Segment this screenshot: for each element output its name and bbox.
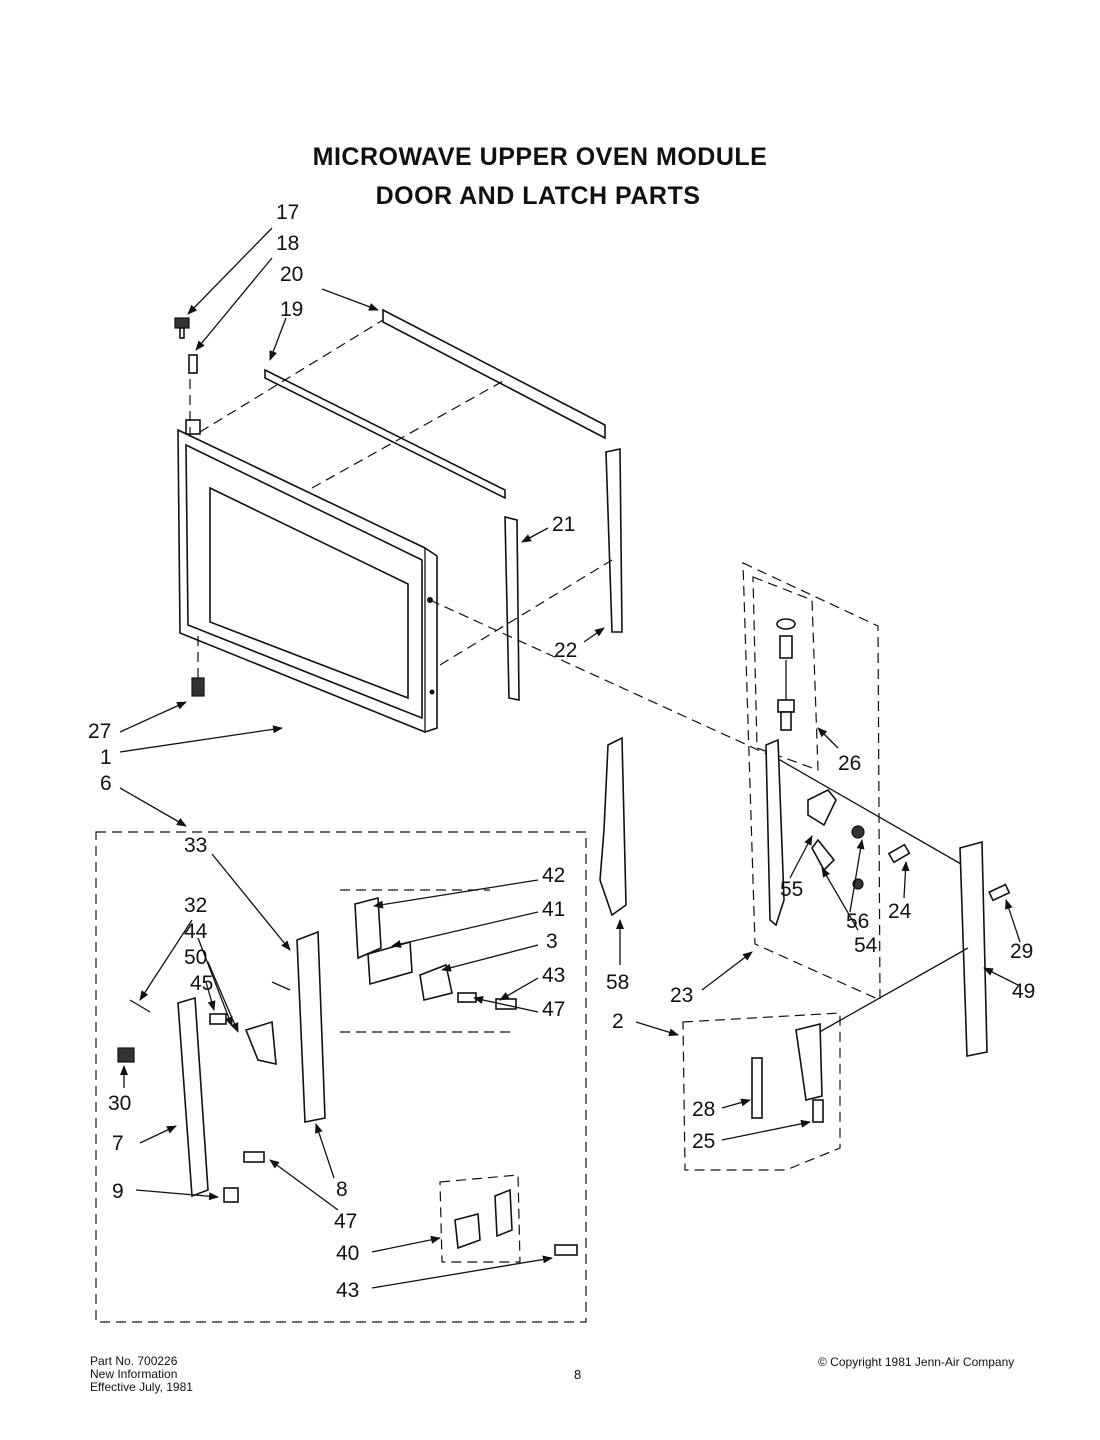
gasket-21 <box>504 515 520 701</box>
bracket-7 <box>177 996 209 1198</box>
bracket-8 <box>296 930 326 1123</box>
callout-55: 55 <box>780 878 803 901</box>
gasket-19 <box>264 368 506 500</box>
callout-32: 32 <box>184 894 207 917</box>
callout-leaders <box>119 227 1021 1289</box>
callout-28: 28 <box>692 1098 715 1121</box>
nut-9 <box>223 1187 239 1203</box>
door-assembly <box>174 308 969 869</box>
callout-58: 58 <box>606 971 629 994</box>
callout-6: 6 <box>100 772 112 795</box>
callout-40: 40 <box>336 1242 359 1265</box>
screw-17 <box>174 317 190 329</box>
latch-hook-55 <box>807 788 837 827</box>
callout-7: 7 <box>112 1132 124 1155</box>
callout-1: 1 <box>100 746 112 769</box>
gasket-20 <box>382 308 606 440</box>
callout-22: 22 <box>554 639 577 662</box>
plate-42 <box>354 896 382 960</box>
callout-19: 19 <box>280 298 303 321</box>
callout-8: 8 <box>336 1178 348 1201</box>
callout-26: 26 <box>838 752 861 775</box>
callout-20: 20 <box>280 263 303 286</box>
footer-part-info: Part No. 700226 New Information Effectiv… <box>90 1355 193 1394</box>
latch-bar-49 <box>959 840 988 1057</box>
diagram-title-line-1: MICROWAVE UPPER OVEN MODULE <box>312 143 768 171</box>
callout-56: 56 <box>846 910 869 933</box>
diagram-title-line-2: DOOR AND LATCH PARTS <box>375 182 701 210</box>
footer-part-no: Part No. 700226 <box>90 1354 178 1368</box>
callout-21: 21 <box>552 513 575 536</box>
callout-50: 50 <box>184 946 207 969</box>
callout-47b: 47 <box>334 1210 357 1233</box>
callout-3: 3 <box>546 930 558 953</box>
callout-9: 9 <box>112 1180 124 1203</box>
screw-18 <box>188 354 198 374</box>
interlock-box-6 <box>95 831 587 1323</box>
callout-43b: 43 <box>336 1279 359 1302</box>
callout-23: 23 <box>670 984 693 1007</box>
callout-29: 29 <box>1010 940 1033 963</box>
latch-lever-54 <box>811 838 836 872</box>
box-2 <box>682 1012 841 1171</box>
screw-27 <box>191 677 205 697</box>
callout-numbers: 17 18 20 19 21 22 27 1 6 26 33 42 41 3 4… <box>88 201 1035 1302</box>
door-window <box>209 486 409 700</box>
callout-33: 33 <box>184 834 207 857</box>
callout-45: 45 <box>190 972 213 995</box>
screw-47 <box>243 1151 265 1163</box>
callout-47: 47 <box>542 998 565 1021</box>
page-number: 8 <box>574 1367 582 1382</box>
strip-28 <box>751 1057 763 1119</box>
callout-42: 42 <box>542 864 565 887</box>
interlock-assembly <box>117 889 578 1263</box>
footer-copyright: © Copyright 1981 Jenn-Air Company <box>818 1355 1015 1369</box>
callout-54: 54 <box>854 934 878 957</box>
switch-box-40 <box>439 1174 521 1263</box>
latch-arm-23 <box>765 738 785 927</box>
gasket-22 <box>605 448 623 633</box>
footer-info: New Information <box>90 1367 178 1381</box>
callout-25: 25 <box>692 1130 715 1153</box>
switch-3 <box>419 963 453 1001</box>
callout-43: 43 <box>542 964 565 987</box>
callout-41: 41 <box>542 898 565 921</box>
footer-effective: Effective July, 1981 <box>90 1380 193 1394</box>
screw-45 <box>209 1013 227 1025</box>
callout-30: 30 <box>108 1092 131 1115</box>
callout-44: 44 <box>184 920 208 943</box>
latch-hook-assembly <box>742 562 911 1001</box>
callout-18: 18 <box>276 232 299 255</box>
nut-30 <box>117 1047 135 1063</box>
callout-49: 49 <box>1012 980 1035 1003</box>
callout-24: 24 <box>888 900 912 923</box>
callout-27: 27 <box>88 720 111 743</box>
callout-17: 17 <box>276 201 299 224</box>
part-58 <box>599 736 627 917</box>
callout-2: 2 <box>612 1010 624 1033</box>
bracket-44 <box>244 1020 277 1066</box>
actuator-25 <box>795 1022 823 1101</box>
